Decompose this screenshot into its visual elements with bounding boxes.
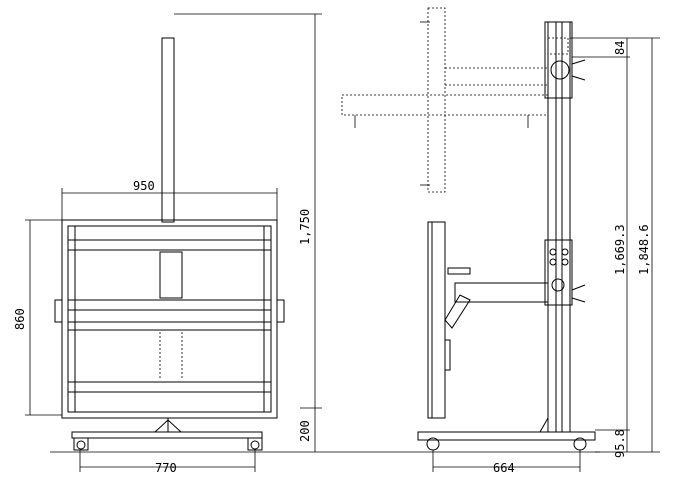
caster-right — [247, 437, 263, 451]
dim-770: 770 — [155, 461, 177, 475]
dim-1669-3: 1,669.3 — [613, 224, 627, 275]
arm — [454, 282, 549, 303]
mid-carriage — [544, 239, 573, 306]
dim-664: 664 — [493, 461, 515, 475]
panel-side — [427, 221, 446, 419]
caster-left — [73, 437, 89, 451]
pole — [161, 37, 175, 223]
side-handle-right — [276, 299, 285, 323]
top-carriage — [544, 21, 573, 99]
dim-84: 84 — [613, 41, 627, 55]
projected-panel-vertical — [427, 7, 446, 193]
dim-95-8: 95.8 — [613, 429, 627, 458]
side-handle-left — [54, 299, 63, 323]
front-dimensions: 950 860 770 1,750 200 — [13, 13, 322, 475]
base — [71, 431, 263, 439]
column — [547, 21, 571, 433]
side-base — [417, 431, 596, 441]
dim-1750: 1,750 — [298, 209, 312, 245]
front-view — [54, 37, 285, 451]
side-view — [341, 7, 596, 451]
side-dimensions: 664 84 1,669.3 1,848.6 95.8 — [432, 37, 660, 475]
dim-200: 200 — [298, 420, 312, 442]
dim-860: 860 — [13, 308, 27, 330]
dim-1848-6: 1,848.6 — [637, 224, 651, 275]
dim-950: 950 — [133, 179, 155, 193]
